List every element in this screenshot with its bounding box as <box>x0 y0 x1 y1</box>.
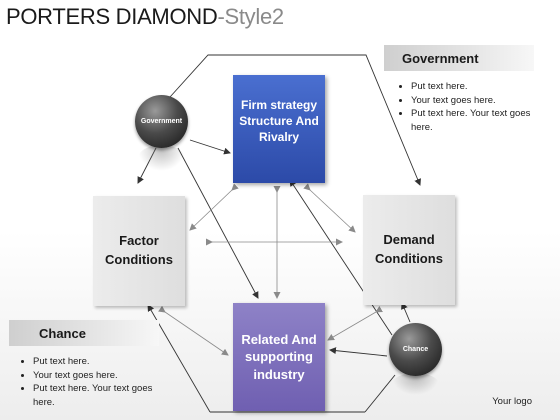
arrow-gov-to-firm <box>189 139 231 155</box>
list-item: Put text here. <box>411 80 553 94</box>
title-subtitle: -Style2 <box>217 4 284 29</box>
government-sphere-label: Government <box>140 118 183 125</box>
list-item: Your text goes here. <box>411 94 553 108</box>
arrow-gov-to-factor <box>137 147 157 184</box>
arrow-chance-to-demand <box>401 302 411 323</box>
logo-placeholder: Your logo <box>492 396 532 407</box>
frame-top-left <box>169 54 335 98</box>
link-demand-related <box>327 305 383 341</box>
title-main: PORTERS DIAMOND <box>6 4 218 29</box>
government-bullet-list: Put text here. Your text goes here. Put … <box>393 80 553 134</box>
list-item: Put text here. Your text goes here. <box>33 382 173 409</box>
related-industry-box: Related And supporting industry <box>233 303 325 411</box>
list-item: Put text here. <box>33 355 173 369</box>
page-title: PORTERS DIAMOND-Style2 <box>6 4 284 30</box>
chance-sphere-label: Chance <box>402 346 429 353</box>
arrow-chance-to-related <box>329 347 388 357</box>
demand-conditions-box: Demand Conditions <box>363 195 455 305</box>
related-industry-label: Related And supporting industry <box>241 331 317 382</box>
link-firm-factor <box>189 183 239 231</box>
chance-heading-text: Chance <box>39 325 86 341</box>
list-item: Put text here. Your text goes here. <box>411 107 553 134</box>
chance-bullet-list: Put text here. Your text goes here. Put … <box>15 355 173 409</box>
government-heading-text: Government <box>402 50 479 66</box>
chance-panel-heading: Chance <box>9 320 159 346</box>
government-sphere: Government <box>135 95 188 148</box>
firm-strategy-box: Firm strategy Structure And Rivalry <box>233 75 325 183</box>
chance-sphere-reflection <box>392 373 439 395</box>
chance-sphere: Chance <box>389 323 442 376</box>
factor-conditions-label: Factor Conditions <box>105 233 173 267</box>
firm-strategy-label: Firm strategy Structure And Rivalry <box>239 98 319 145</box>
link-factor-related <box>158 305 229 356</box>
government-panel-heading: Government <box>384 45 534 71</box>
factor-conditions-box: Factor Conditions <box>93 196 185 306</box>
government-sphere-reflection <box>138 145 185 171</box>
link-firm-demand <box>303 183 356 233</box>
demand-conditions-label: Demand Conditions <box>375 232 443 266</box>
frame-top-right <box>335 54 421 186</box>
list-item: Your text goes here. <box>33 369 173 383</box>
frame-bottom-right <box>364 374 396 413</box>
